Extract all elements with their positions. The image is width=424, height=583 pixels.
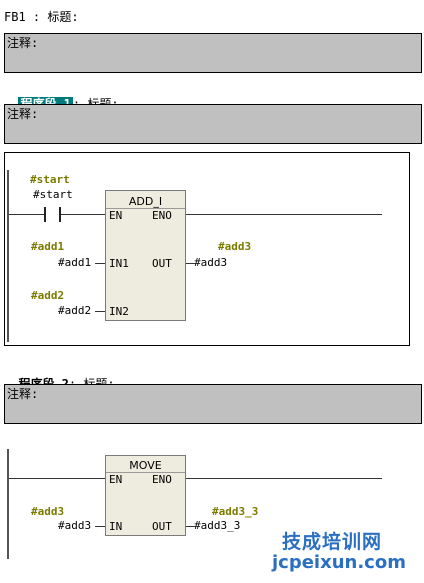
contact-symbol: #start — [30, 173, 70, 186]
pin-in: IN — [109, 520, 123, 533]
pin-out: OUT — [152, 520, 172, 533]
eno-wire — [186, 214, 382, 215]
move-out-operand[interactable]: #add3_3 — [194, 519, 241, 532]
pin-en: EN — [109, 473, 123, 486]
out-wire — [186, 526, 194, 527]
contact-operand[interactable]: #start — [33, 188, 73, 201]
move-in-symbol: #add3 — [31, 505, 65, 518]
in2-symbol: #add2 — [31, 289, 65, 302]
move-box-name: MOVE — [129, 459, 162, 472]
move-box[interactable]: MOVE EN ENO IN OUT — [105, 455, 186, 536]
in1-wire — [95, 263, 105, 264]
in2-operand[interactable]: #add2 — [58, 304, 92, 317]
add-i-box[interactable]: ADD_I EN ENO IN1 OUT IN2 — [105, 190, 186, 321]
watermark-url: jcpeixun.com — [272, 552, 406, 573]
contact-left-bar[interactable] — [44, 207, 46, 222]
block-title: FB1 : 标题: — [4, 10, 79, 24]
network2-comment-label: 注释: — [7, 387, 39, 401]
rung-wire — [9, 478, 105, 479]
pin-en: EN — [109, 209, 123, 222]
add-i-box-name: ADD_I — [128, 195, 163, 208]
eno-wire — [186, 478, 382, 479]
network2-power-rail — [7, 449, 9, 559]
move-in-operand[interactable]: #add3 — [58, 519, 92, 532]
block-comment-box[interactable]: 注释: — [4, 33, 422, 73]
pin-eno: ENO — [152, 473, 172, 486]
out-wire — [186, 263, 194, 264]
contact-right-bar[interactable] — [59, 207, 61, 222]
network1-ladder-area[interactable] — [4, 152, 410, 346]
block-comment-label: 注释: — [7, 36, 39, 50]
network1-comment-box[interactable]: 注释: — [4, 104, 422, 144]
pin-out: OUT — [152, 257, 172, 270]
out-operand[interactable]: #add3 — [194, 256, 228, 269]
pin-in2: IN2 — [109, 305, 129, 318]
pin-eno: ENO — [152, 209, 172, 222]
in-wire — [95, 526, 105, 527]
move-out-symbol: #add3_3 — [212, 505, 259, 518]
pin-in1: IN1 — [109, 257, 129, 270]
watermark-logo-text: 技成培训网 — [282, 531, 383, 553]
in1-symbol: #add1 — [31, 240, 65, 253]
network2-comment-box[interactable]: 注释: — [4, 384, 422, 424]
out-symbol: #add3 — [218, 240, 252, 253]
rung-wire — [9, 214, 44, 215]
network1-comment-label: 注释: — [7, 107, 39, 121]
box-title-separator — [106, 472, 185, 473]
in1-operand[interactable]: #add1 — [58, 256, 92, 269]
box-title-separator — [106, 208, 185, 209]
in2-wire — [95, 311, 105, 312]
network1-power-rail — [7, 170, 9, 342]
rung-wire — [61, 214, 105, 215]
